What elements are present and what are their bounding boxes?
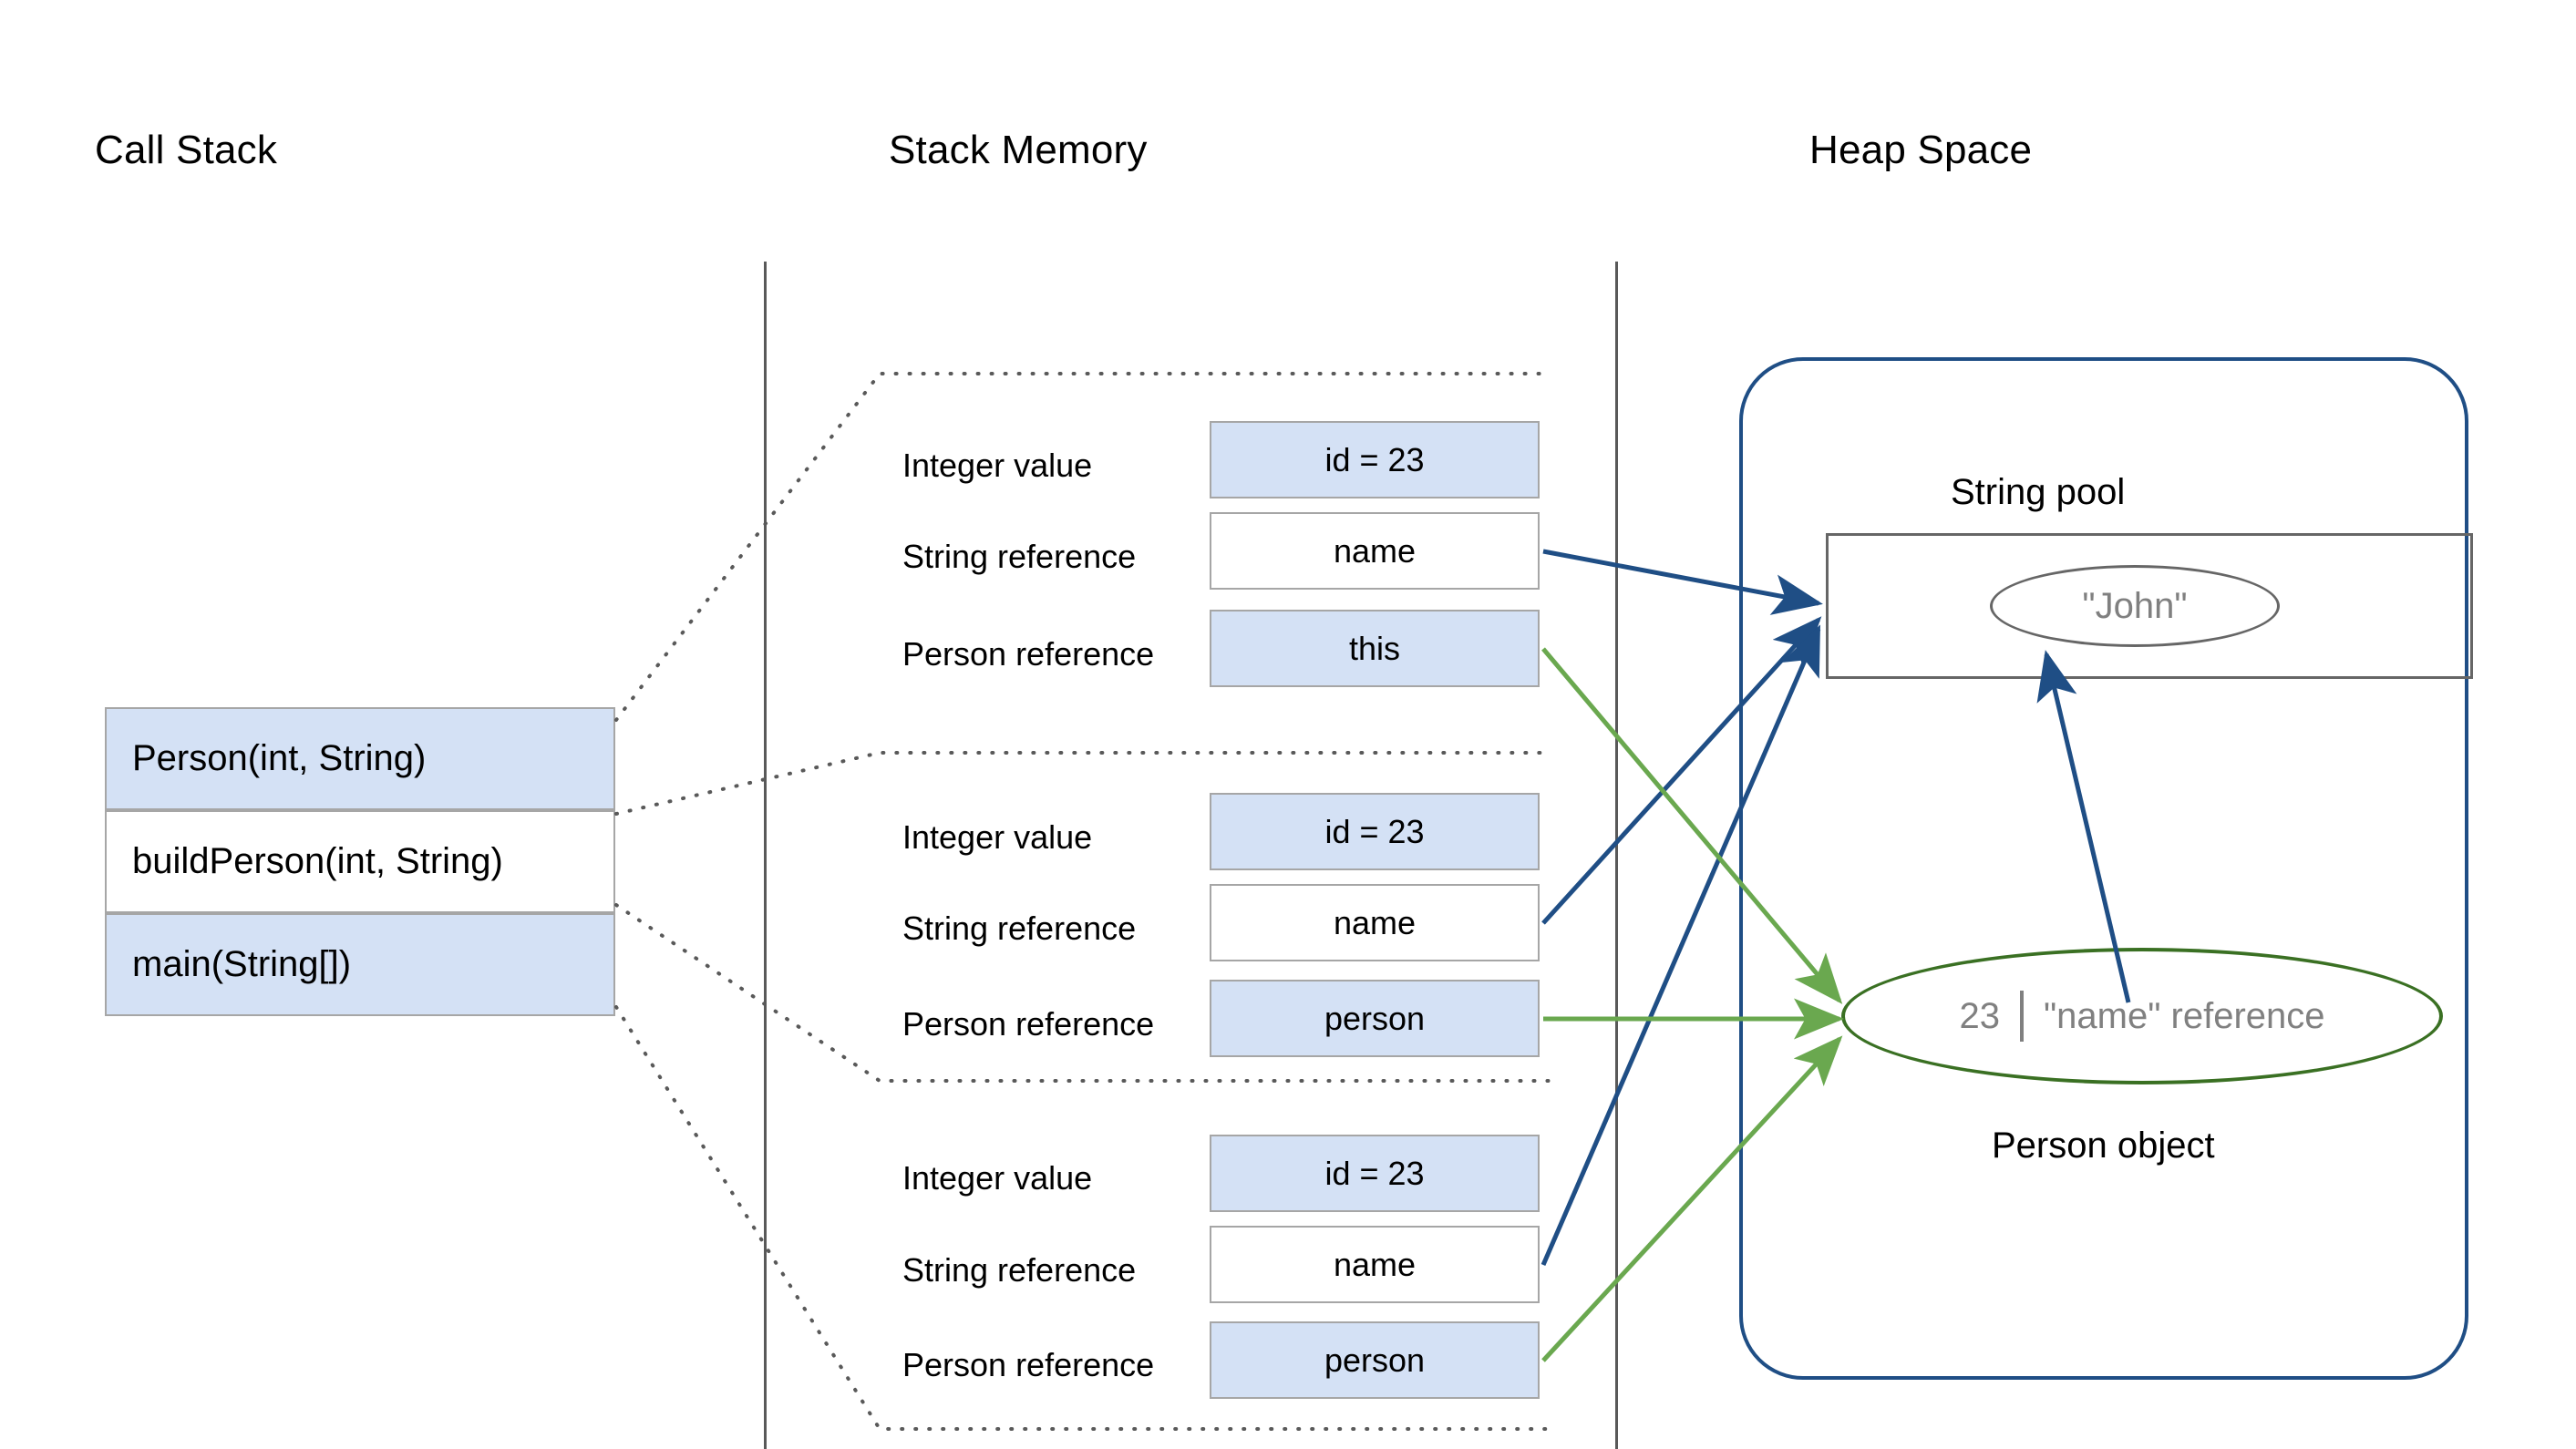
stack-cell-f2-id[interactable]: id = 23 (1210, 793, 1540, 870)
string-pool-title: String pool (1951, 472, 2126, 512)
row-label-person-reference: Person reference (902, 635, 1155, 673)
call-stack-frame-buildperson[interactable]: buildPerson(int, String) (105, 810, 615, 913)
row-label-integer-value: Integer value (902, 818, 1093, 856)
call-stack-frame-label: Person(int, String) (132, 738, 427, 778)
call-stack-frame-label: main(String[]) (132, 944, 352, 984)
call-stack-title: Call Stack (95, 128, 278, 172)
row-label-person-reference: Person reference (902, 1005, 1155, 1043)
person-object-id: 23 (1959, 995, 2000, 1036)
stack-cell-f3-person[interactable]: person (1210, 1321, 1540, 1399)
person-object-caption: Person object (1992, 1125, 2215, 1166)
divider-call-stack-memory (764, 262, 767, 1449)
person-object-ellipse[interactable]: 23 "name" reference (1841, 948, 2443, 1084)
stack-cell-f2-person[interactable]: person (1210, 980, 1540, 1057)
row-label-integer-value: Integer value (902, 447, 1093, 484)
field-separator-icon (2019, 991, 2024, 1042)
divider-stack-heap (1615, 262, 1618, 1449)
row-label-string-reference: String reference (902, 909, 1137, 947)
stack-cell-f2-name[interactable]: name (1210, 884, 1540, 961)
call-stack-frame-main[interactable]: main(String[]) (105, 913, 615, 1016)
stack-cell-f1-name[interactable]: name (1210, 512, 1540, 590)
heap-space-title: Heap Space (1809, 128, 2033, 172)
stack-memory-title: Stack Memory (889, 128, 1148, 172)
row-label-string-reference: String reference (902, 538, 1137, 575)
stack-cell-f3-id[interactable]: id = 23 (1210, 1135, 1540, 1212)
row-label-person-reference: Person reference (902, 1346, 1155, 1383)
string-pool-box (1826, 533, 2473, 679)
call-stack-frame-person[interactable]: Person(int, String) (105, 707, 615, 810)
row-label-integer-value: Integer value (902, 1159, 1093, 1197)
string-literal-john[interactable]: "John" (1990, 565, 2280, 647)
call-stack-frame-label: buildPerson(int, String) (132, 841, 503, 881)
person-object-name-field: "name" reference (2043, 995, 2325, 1036)
stack-cell-f1-id[interactable]: id = 23 (1210, 421, 1540, 498)
row-label-string-reference: String reference (902, 1251, 1137, 1289)
stack-cell-f1-this[interactable]: this (1210, 610, 1540, 687)
stack-cell-f3-name[interactable]: name (1210, 1226, 1540, 1303)
